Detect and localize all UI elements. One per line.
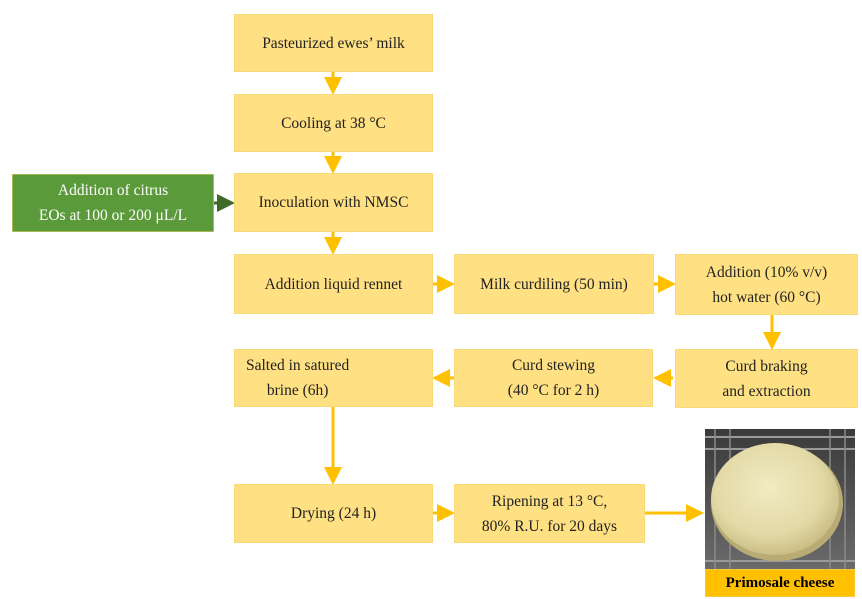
step-curd-stewing: Curd stewing (40 °C for 2 h) bbox=[454, 349, 653, 407]
step-pasteurized-milk: Pasteurized ewes’ milk bbox=[234, 14, 433, 72]
step-hot-water-line2: hot water (60 °C) bbox=[712, 288, 821, 306]
step-cooling: Cooling at 38 °C bbox=[234, 94, 433, 152]
step-cooling-label: Cooling at 38 °C bbox=[281, 114, 386, 132]
step-drying-label: Drying (24 h) bbox=[290, 505, 377, 522]
step-salted-brine: Salted in satured brine (6h) bbox=[234, 349, 433, 407]
step-stewing-line1: Curd stewing bbox=[511, 357, 596, 374]
step-ripening-line1: Ripening at 13 °C, bbox=[491, 492, 608, 510]
step-curdiling-label: Milk curdiling (50 min) bbox=[480, 275, 628, 293]
cheese-photo bbox=[705, 429, 855, 569]
product-label-text: Primosale cheese bbox=[725, 575, 835, 591]
step-braking-line2: and extraction bbox=[722, 382, 811, 400]
step-pasteurized-label: Pasteurized ewes’ milk bbox=[262, 34, 405, 52]
cheese-illustration bbox=[705, 429, 855, 569]
step-drying: Drying (24 h) bbox=[234, 484, 433, 543]
step-curd-braking: Curd braking and extraction bbox=[675, 349, 858, 408]
product-label: Primosale cheese bbox=[705, 569, 855, 597]
step-ripening: Ripening at 13 °C, 80% R.U. for 20 days bbox=[454, 484, 645, 543]
step-salted-line2: brine (6h) bbox=[266, 382, 329, 399]
step-addition-eos-line1: Addition of citrus bbox=[57, 182, 169, 199]
step-inoculation-label: Inoculation with NMSC bbox=[258, 194, 409, 211]
step-addition-rennet: Addition liquid rennet bbox=[234, 254, 433, 314]
step-hot-water-line1: Addition (10% v/v) bbox=[705, 263, 828, 281]
step-stewing-line2: (40 °C for 2 h) bbox=[507, 382, 600, 399]
step-salted-line1: Salted in satured bbox=[246, 357, 350, 374]
step-inoculation: Inoculation with NMSC bbox=[234, 173, 433, 232]
step-addition-eos: Addition of citrus EOs at 100 or 200 μL/… bbox=[12, 174, 214, 232]
step-milk-curdiling: Milk curdiling (50 min) bbox=[454, 254, 654, 314]
step-addition-hot-water: Addition (10% v/v) hot water (60 °C) bbox=[675, 254, 858, 315]
step-addition-eos-line2: EOs at 100 or 200 μL/L bbox=[38, 207, 188, 224]
step-braking-line1: Curd braking bbox=[725, 357, 808, 375]
step-rennet-label: Addition liquid rennet bbox=[264, 275, 403, 293]
step-ripening-line2: 80% R.U. for 20 days bbox=[481, 517, 618, 535]
